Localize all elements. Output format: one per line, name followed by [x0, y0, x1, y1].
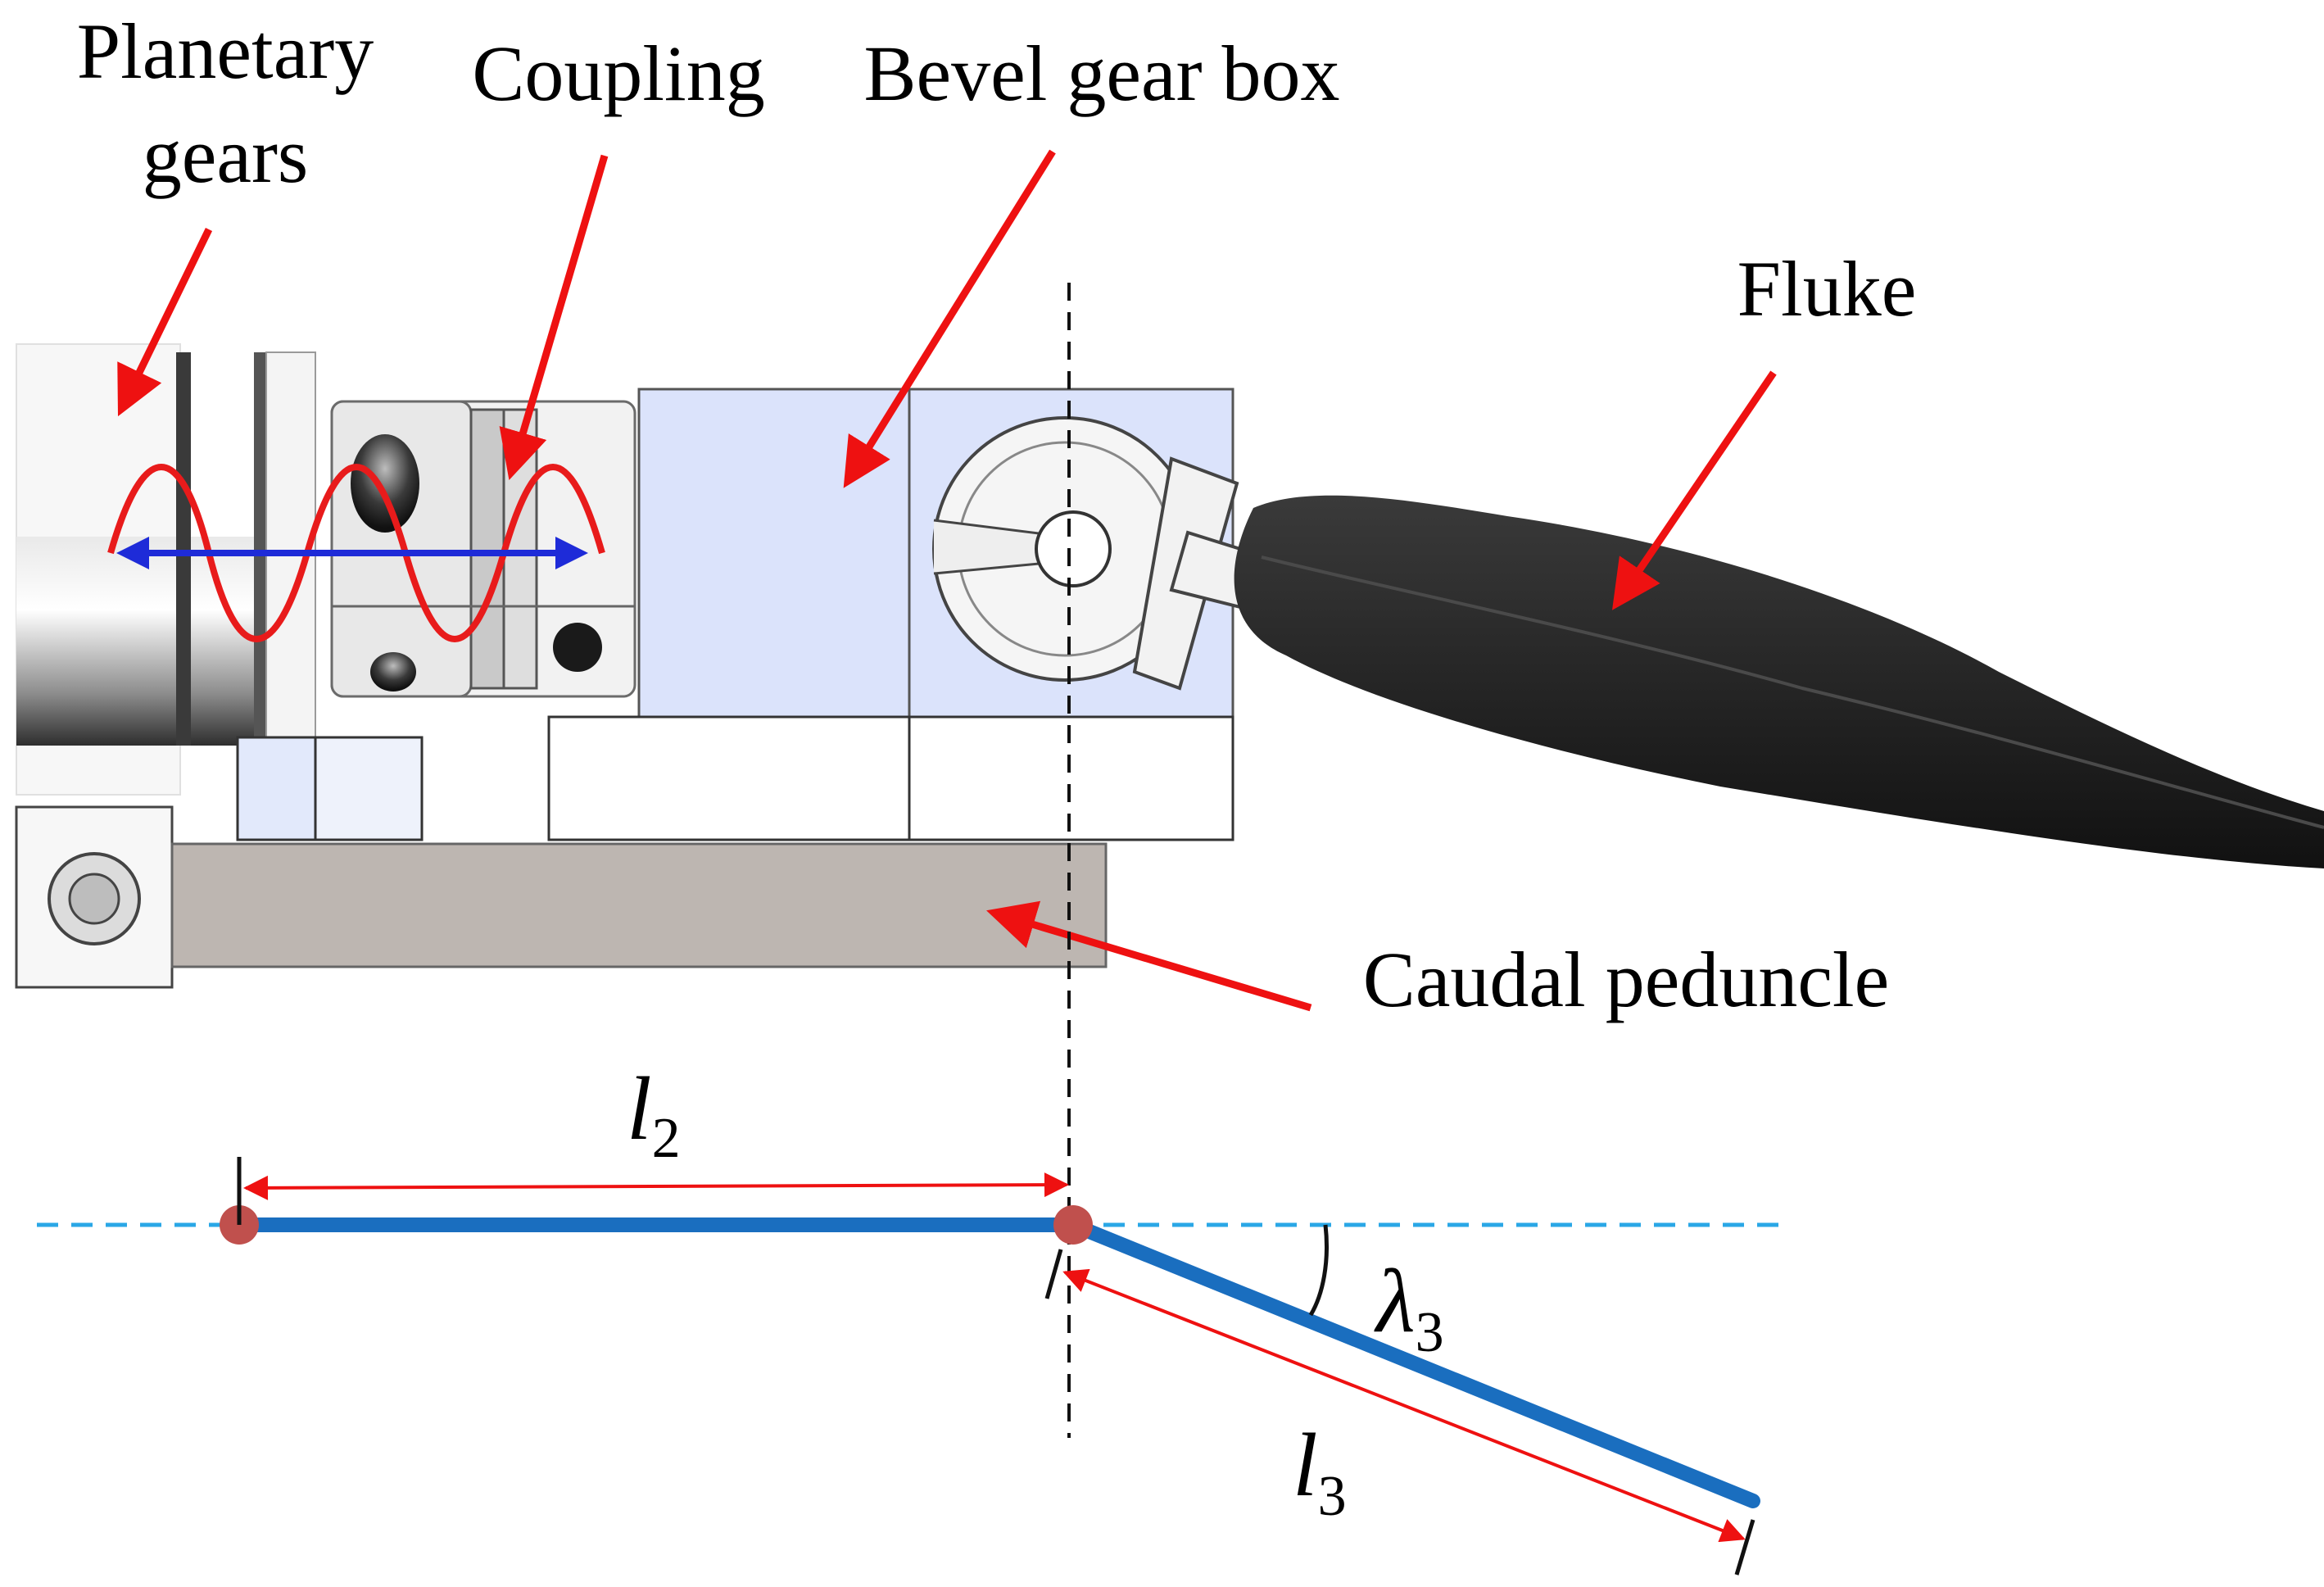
label-fluke: Fluke: [1737, 245, 1917, 333]
label-caudal-peduncle: Caudal peduncle: [1363, 936, 1889, 1023]
dimension-l3: [1062, 1268, 1746, 1543]
pointer-arrows: [117, 149, 1777, 1012]
labels: Planetary gears Coupling Bevel gear box …: [77, 7, 1917, 1528]
bevel-gear-box: [547, 388, 1321, 841]
arrow-icon: [499, 154, 609, 481]
arrow-icon: [986, 900, 1312, 1012]
caudal-peduncle-bar: [15, 805, 1108, 989]
arrow-icon: [843, 149, 1056, 488]
dimension-l2: [243, 1172, 1069, 1200]
angle-arc-lambda3: [1308, 1224, 1329, 1317]
arrow-icon: [1612, 370, 1777, 610]
bolt-icon: [351, 434, 419, 533]
label-planetary-line2: gears: [143, 111, 309, 199]
joint-icon: [1053, 1205, 1093, 1245]
coupling-body: [330, 400, 636, 698]
arrow-icon: [117, 228, 213, 417]
label-planetary-line1: Planetary: [77, 7, 374, 95]
fluke-body: [1234, 495, 2324, 868]
label-coupling: Coupling: [472, 29, 764, 117]
mechanism-drawing: [15, 343, 2324, 989]
kinematic-schematic: [37, 283, 1786, 1576]
label-bevel-gear-box: Bevel gear box: [863, 29, 1339, 117]
symbol-l3: l3: [1293, 1415, 1347, 1528]
symbol-lambda3: λ3: [1374, 1251, 1444, 1364]
symbol-l2: l2: [627, 1059, 681, 1170]
sine-wave-icon: [107, 464, 605, 642]
